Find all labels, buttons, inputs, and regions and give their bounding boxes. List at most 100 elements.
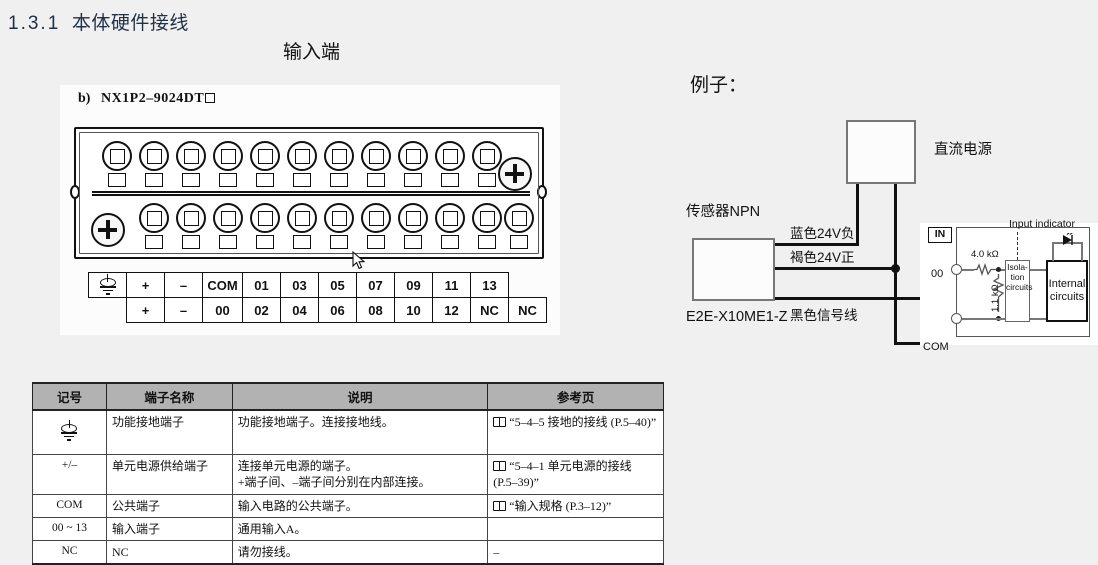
terminal-label-empty xyxy=(509,273,547,298)
terminal-label: NC xyxy=(470,297,509,323)
terminal-slot[interactable] xyxy=(256,173,274,187)
wire-label-brown: 褐色24V正 xyxy=(790,250,855,265)
terminal-slot[interactable] xyxy=(182,173,200,187)
terminal-slot[interactable] xyxy=(219,235,237,249)
circuit-node xyxy=(996,267,1001,272)
terminal-label: + xyxy=(126,272,165,298)
terminal-screw[interactable] xyxy=(213,141,243,171)
terminal-screw[interactable] xyxy=(398,141,428,171)
spec-header-reference: 参考页 xyxy=(487,382,664,411)
unit-model-label: b) NX1P2–9024DT xyxy=(78,91,216,107)
table-row: 功能接地端子 功能接地端子。连接接地线。 “5–4–5 接地的接线 (P.5–4… xyxy=(32,409,664,455)
indicator-wire xyxy=(1081,242,1083,261)
ground-symbol-icon xyxy=(97,274,119,295)
in-badge: IN xyxy=(928,227,952,243)
isolation-circuits-box: Isola- tion circuits xyxy=(1005,260,1032,322)
mounting-screw[interactable] xyxy=(91,213,125,247)
terminal-slot[interactable] xyxy=(145,173,163,187)
terminal-slot[interactable] xyxy=(478,173,496,187)
spec-cell-symbol xyxy=(32,409,107,455)
terminal-label: 00 xyxy=(202,297,243,323)
terminal-label: 06 xyxy=(318,297,357,323)
terminal-screw[interactable] xyxy=(398,203,428,233)
terminal-screw[interactable] xyxy=(176,141,206,171)
indicator-wire xyxy=(1052,242,1054,261)
terminal-slot[interactable] xyxy=(145,235,163,249)
terminal-slot[interactable] xyxy=(182,235,200,249)
shunt-resistor-label: 1.1 kΩ xyxy=(990,284,1001,312)
example-title: 例子： xyxy=(690,75,748,96)
input-side-title: 输入端 xyxy=(283,42,341,63)
circuit-wire xyxy=(1030,269,1048,271)
terminal-screw[interactable] xyxy=(102,141,132,171)
terminal-screw[interactable] xyxy=(435,203,465,233)
terminal-slot[interactable] xyxy=(441,173,459,187)
dc-power-supply-box xyxy=(846,120,916,184)
internal-label-line2: circuits xyxy=(1049,291,1085,303)
terminal-label: 02 xyxy=(242,297,281,323)
terminal-slot[interactable] xyxy=(367,235,385,249)
terminal-screw[interactable] xyxy=(324,141,354,171)
terminal-screw[interactable] xyxy=(139,203,169,233)
unit-model-number: NX1P2–9024DT xyxy=(100,91,205,106)
terminal-label-ground xyxy=(88,272,127,298)
terminal-slot[interactable] xyxy=(293,173,311,187)
terminal-slot[interactable] xyxy=(404,235,422,249)
terminal-screw[interactable] xyxy=(472,141,502,171)
terminal-screw[interactable] xyxy=(250,141,280,171)
isolation-label-line1: Isola- xyxy=(1007,262,1028,272)
book-icon xyxy=(493,460,507,471)
spec-cell-symbol: NC xyxy=(32,539,107,565)
terminal-screw[interactable] xyxy=(361,203,391,233)
table-row: 00 ~ 13 输入端子 通用输入A。 xyxy=(32,516,664,541)
terminal-slot[interactable] xyxy=(293,235,311,249)
ground-symbol-icon xyxy=(58,420,80,441)
terminal-screw[interactable] xyxy=(435,141,465,171)
terminal-slot[interactable] xyxy=(441,235,459,249)
example-wiring-diagram: 直流电源 传感器NPN E2E-X10ME1-Z 蓝色24V负 褐色24V正 黑… xyxy=(676,60,1098,360)
mouse-cursor-icon xyxy=(352,251,366,270)
terminal-screw[interactable] xyxy=(504,203,534,233)
wire-blue-24v-neg xyxy=(856,184,859,246)
unit-item-letter: b) xyxy=(78,91,91,106)
terminal-screw[interactable] xyxy=(287,141,317,171)
terminal-screw[interactable] xyxy=(139,141,169,171)
page-title-number: 1.3.1 xyxy=(8,13,61,34)
terminal-screw[interactable] xyxy=(472,203,502,233)
wire-blue-24v-neg xyxy=(775,243,859,246)
circuit-terminal-00 xyxy=(951,264,962,275)
terminal-screw[interactable] xyxy=(250,203,280,233)
terminal-screw[interactable] xyxy=(213,203,243,233)
terminal-slot[interactable] xyxy=(510,235,528,249)
spec-cell-description: 通用输入A。 xyxy=(231,516,489,541)
spec-cell-name: 输入端子 xyxy=(105,516,233,541)
terminal-label: 05 xyxy=(318,272,357,298)
terminal-slot[interactable] xyxy=(404,173,422,187)
unit-wiring-figure: b) NX1P2–9024DT xyxy=(60,85,560,335)
wire-to-com xyxy=(894,267,897,345)
terminal-label: 13 xyxy=(470,272,509,298)
terminal-label-row-bottom: + – 00 02 04 06 08 10 12 NC NC xyxy=(89,297,547,323)
terminal-slot[interactable] xyxy=(367,173,385,187)
terminal-slot[interactable] xyxy=(256,235,274,249)
terminal-screw[interactable] xyxy=(176,203,206,233)
circuit-wire xyxy=(962,318,1028,320)
spec-header-name: 端子名称 xyxy=(105,382,233,411)
terminal-screw[interactable] xyxy=(361,141,391,171)
spec-reference-text: “输入规格 (P.3–12)” xyxy=(509,498,612,513)
table-row: +/– 单元电源供给端子 连接单元电源的端子。 +端子间、–端子间分别在内部连接… xyxy=(32,453,664,495)
internal-circuit-frame: 4.0 kΩ 1.1 kΩ Isola- tion circuits Inter… xyxy=(951,218,1090,337)
terminal-slot[interactable] xyxy=(478,235,496,249)
terminal-label-empty xyxy=(89,298,127,323)
terminal-slot[interactable] xyxy=(330,235,348,249)
terminal-label: 10 xyxy=(394,297,433,323)
shunt-resistor-icon xyxy=(992,274,1005,312)
terminal-label: 01 xyxy=(242,272,281,298)
terminal-slot[interactable] xyxy=(219,173,237,187)
model-suffix-box-icon xyxy=(205,93,216,103)
terminal-slot[interactable] xyxy=(108,173,126,187)
terminal-slot[interactable] xyxy=(330,173,348,187)
mounting-screw[interactable] xyxy=(498,157,532,191)
terminal-screw[interactable] xyxy=(324,203,354,233)
terminal-screw[interactable] xyxy=(287,203,317,233)
